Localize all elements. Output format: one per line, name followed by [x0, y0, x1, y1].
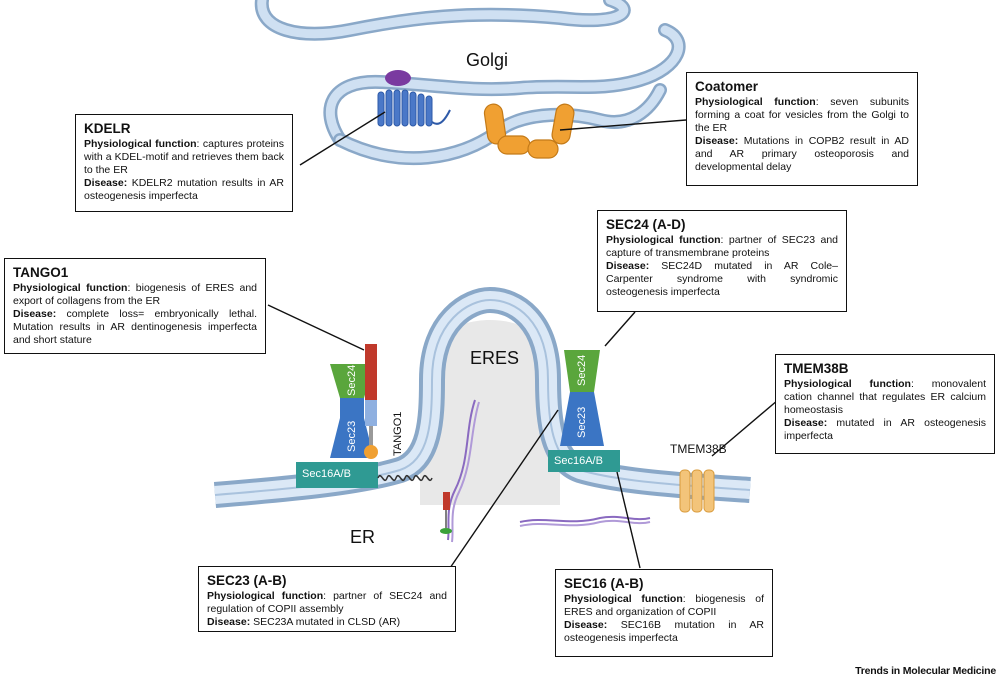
sec24-function: Physiological function: partner of SEC23…	[606, 234, 838, 259]
coatomer-protein	[483, 103, 575, 159]
tango1-box: TANGO1 Physiological function: biogenesi…	[4, 258, 266, 354]
kdelr-function: Physiological function: captures protein…	[84, 138, 284, 176]
sec24-right-label: Sec24	[576, 354, 588, 386]
cargo-receptor	[440, 492, 452, 534]
sec24-title: SEC24 (A-D)	[606, 217, 686, 232]
tmem38b-channel	[679, 469, 715, 513]
left-copii-complex	[296, 364, 378, 488]
sec16-disease: Disease: SEC16B mutation in AR osteogene…	[564, 619, 764, 644]
coatomer-box: Coatomer Physiological function: seven s…	[686, 72, 918, 186]
collagen-fibers	[447, 399, 651, 543]
tmem38b-disease: Disease: mutated in AR osteogenesis impe…	[784, 417, 986, 442]
tango1-disease: Disease: complete loss= embryonically le…	[13, 308, 257, 346]
sec23-left-label: Sec23	[346, 420, 358, 452]
kdelr-protein	[377, 70, 451, 127]
tmem38b-title: TMEM38B	[784, 361, 849, 376]
connector-lines	[267, 111, 779, 569]
tango1-title: TANGO1	[13, 265, 69, 280]
eres-label: ERES	[470, 348, 520, 368]
sec23-function: Physiological function: partner of SEC24…	[207, 590, 447, 615]
sec24-disease: Disease: SEC24D mutated in AR Cole–Carpe…	[606, 260, 838, 298]
kdelr-disease: Disease: KDELR2 mutation results in AR o…	[84, 177, 284, 202]
sec23-box: SEC23 (A-B) Physiological function: part…	[198, 566, 456, 632]
coatomer-title: Coatomer	[695, 79, 759, 94]
sec23-right-label: Sec23	[576, 406, 588, 438]
tmem38b-label: TMEM38B	[670, 442, 727, 456]
sec16-left-label: Sec16A/B	[302, 468, 351, 480]
right-copii-complex	[548, 350, 620, 472]
tango1-function: Physiological function: biogenesis of ER…	[13, 282, 257, 307]
tmem38b-function: Physiological function: monovalent catio…	[784, 378, 987, 416]
sec23-title: SEC23 (A-B)	[207, 573, 287, 588]
golgi-membrane	[254, 0, 686, 166]
golgi-label: Golgi	[466, 50, 509, 70]
er-label: ER	[350, 527, 376, 547]
kdelr-title: KDELR	[84, 121, 131, 136]
sec16-box: SEC16 (A-B) Physiological function: biog…	[555, 569, 773, 657]
tmem38b-box: TMEM38B Physiological function: monovale…	[775, 354, 995, 454]
tango1-vertical-label: TANGO1	[392, 411, 404, 456]
tango1-protein	[364, 344, 433, 481]
coatomer-function: Physiological function: seven subunits f…	[695, 96, 909, 134]
sec16-right-label: Sec16A/B	[554, 455, 603, 467]
sec24-box: SEC24 (A-D) Physiological function: part…	[597, 210, 847, 312]
kdelr-box: KDELR Physiological function: captures p…	[75, 114, 293, 212]
coatomer-disease: Disease: Mutations in COPB2 result in AD…	[695, 135, 909, 173]
sec24-left-label: Sec24	[346, 364, 358, 396]
sec23-disease: Disease: SEC23A mutated in CLSD (AR)	[207, 616, 401, 628]
sec16-function: Physiological function: biogenesis of ER…	[564, 593, 764, 618]
sec16-title: SEC16 (A-B)	[564, 576, 644, 591]
journal-footer: Trends in Molecular Medicine	[855, 665, 996, 677]
